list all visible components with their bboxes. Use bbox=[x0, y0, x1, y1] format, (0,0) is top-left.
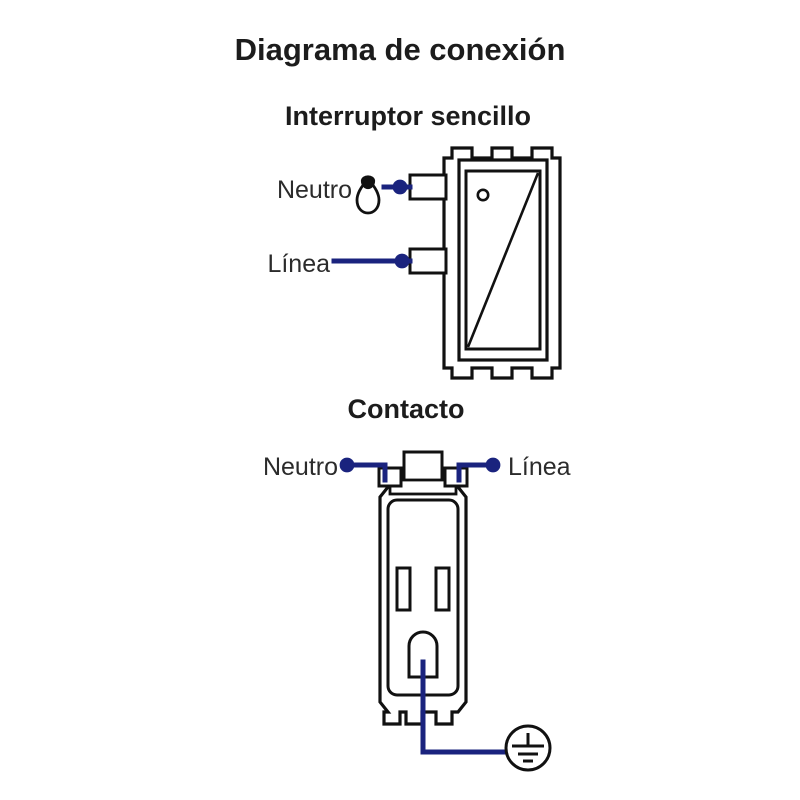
wire-node-switch-neutral bbox=[392, 179, 408, 195]
wire-node-switch-line bbox=[394, 253, 410, 269]
earth-ground-icon bbox=[504, 724, 552, 772]
page-title: Diagrama de conexión bbox=[235, 32, 566, 67]
switch-terminal-line bbox=[408, 247, 448, 275]
outlet-label-neutro: Neutro bbox=[263, 453, 338, 481]
wire-outlet-line bbox=[456, 462, 498, 483]
indicator-hole-icon bbox=[476, 188, 490, 202]
switch-label-neutro: Neutro bbox=[277, 176, 352, 204]
section-heading-contacto: Contacto bbox=[348, 394, 465, 424]
switch-rocker-bevel-line bbox=[466, 172, 540, 348]
switch-label-linea: Línea bbox=[267, 250, 330, 278]
outlet-slot-line bbox=[434, 566, 451, 612]
outlet-slot-neutral bbox=[395, 566, 412, 612]
section-heading-interruptor: Interruptor sencillo bbox=[285, 101, 531, 131]
wire-node-outlet-neutral bbox=[339, 457, 355, 473]
outlet-label-linea: Línea bbox=[508, 453, 571, 481]
outlet-terminal-neutral bbox=[377, 466, 403, 488]
switch-diagram-group: Neutro Línea bbox=[267, 146, 562, 380]
wire-node-outlet-line bbox=[485, 457, 501, 473]
light-bulb-icon bbox=[355, 175, 381, 215]
outlet-ground-hole bbox=[407, 630, 439, 679]
wire-outlet-ground bbox=[420, 659, 506, 755]
wire-outlet-neutral bbox=[342, 462, 388, 483]
outlet-terminal-line bbox=[443, 466, 469, 488]
outlet-diagram-group: Neutro Línea bbox=[263, 450, 571, 772]
switch-terminal-neutral bbox=[408, 173, 448, 201]
